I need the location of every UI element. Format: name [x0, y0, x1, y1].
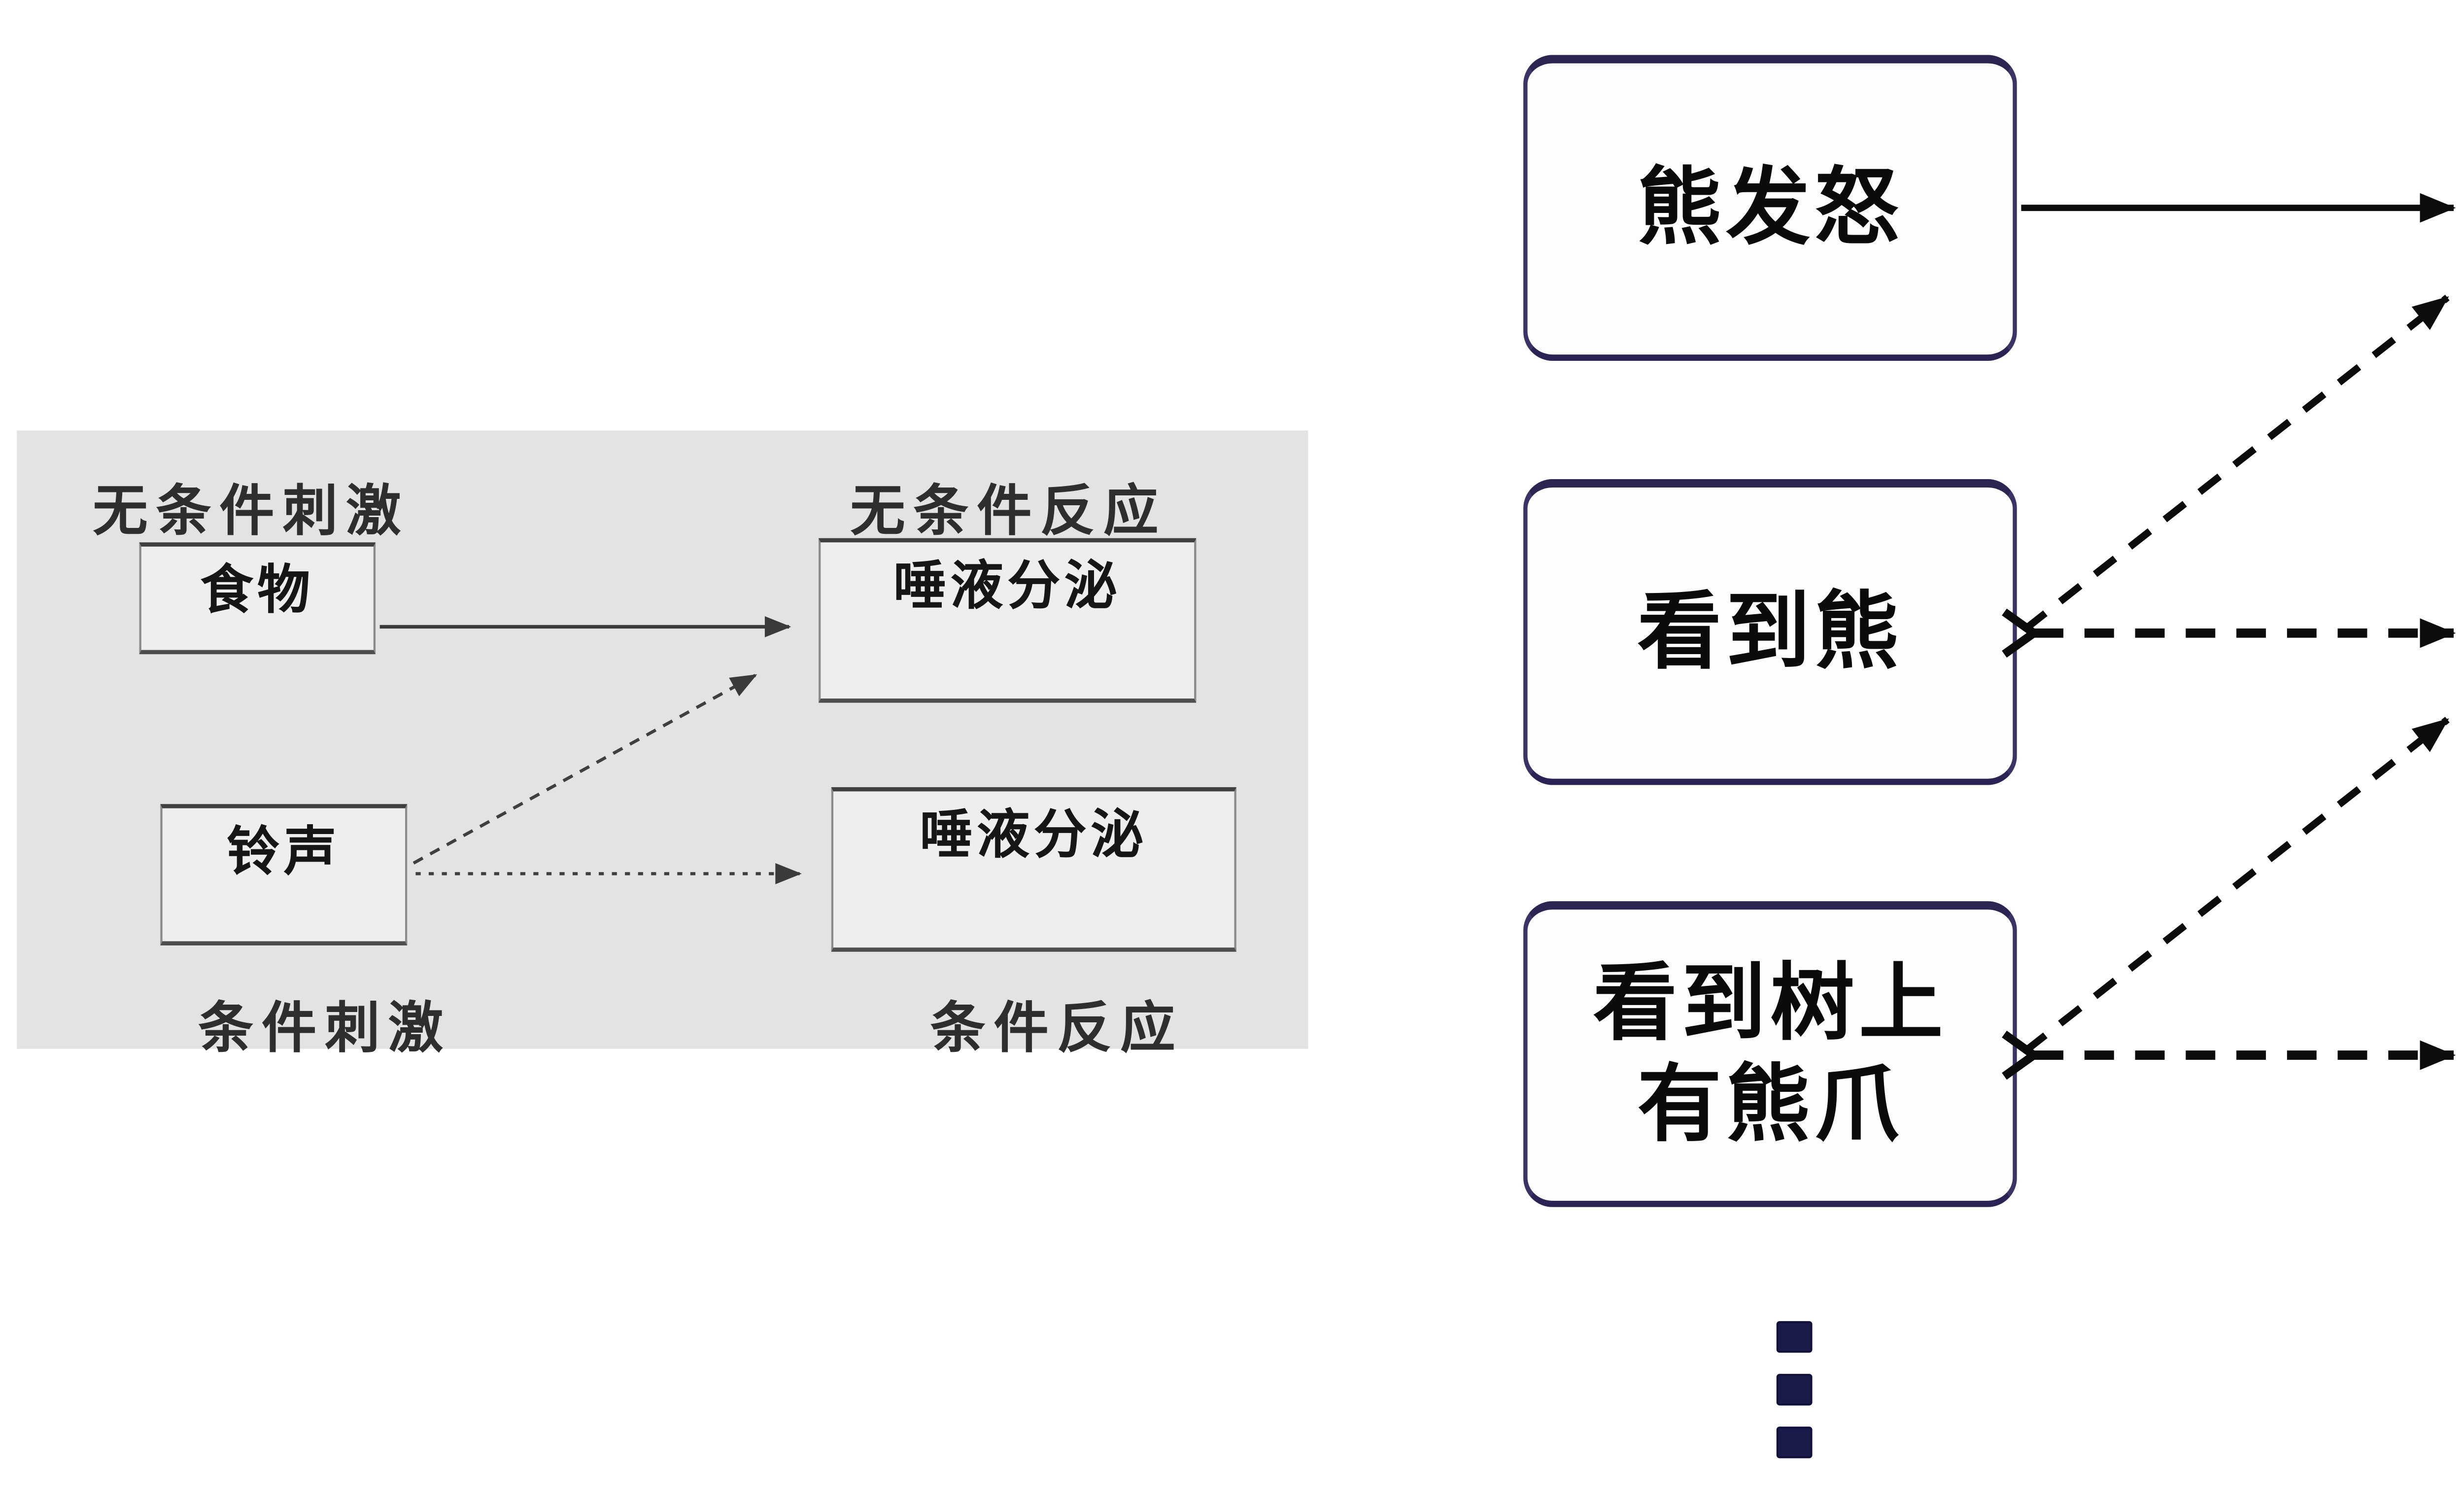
node-see-claws-label: 看到树上 有熊爪	[1593, 954, 1947, 1156]
node-see-claws-line2: 有熊爪	[1637, 1057, 1903, 1152]
box-food: 食物	[139, 542, 376, 655]
ellipsis-navy-dot-3	[1776, 1427, 1813, 1459]
node-see-bear-label: 看到熊	[1637, 584, 1903, 680]
label-conditioned-response: 条件反应	[930, 996, 1184, 1060]
box-bell-label: 铃声	[227, 823, 341, 882]
box-saliva-bottom-label: 唾液分泌	[920, 806, 1148, 866]
box-bell: 铃声	[160, 804, 408, 945]
label-conditioned-stimulus: 条件刺激	[198, 996, 452, 1060]
ellipsis-navy-dot-2	[1776, 1374, 1813, 1406]
node-bear-angry: 熊发怒	[1523, 55, 2017, 361]
box-saliva-top: 唾液分泌	[819, 538, 1197, 703]
node-bear-angry-label: 熊发怒	[1637, 160, 1903, 256]
arrow-see-bear-to-reward-diagonal	[2023, 294, 2450, 632]
arrow-see-claws-to-value-next-diagonal	[2023, 717, 2450, 1054]
label-unconditioned-stimulus: 无条件刺激	[93, 479, 410, 543]
label-unconditioned-response: 无条件反应	[850, 479, 1167, 543]
box-food-label: 食物	[200, 561, 314, 621]
box-saliva-bottom: 唾液分泌	[831, 787, 1236, 952]
box-saliva-top-label: 唾液分泌	[893, 557, 1122, 617]
arrow-bell-to-saliva-top-dashed	[412, 674, 757, 865]
node-see-claws: 看到树上 有熊爪	[1523, 901, 2017, 1207]
node-see-bear: 看到熊	[1523, 479, 2017, 785]
node-see-claws-line1: 看到树上	[1593, 956, 1948, 1051]
ellipsis-navy-dot-1	[1776, 1321, 1813, 1353]
